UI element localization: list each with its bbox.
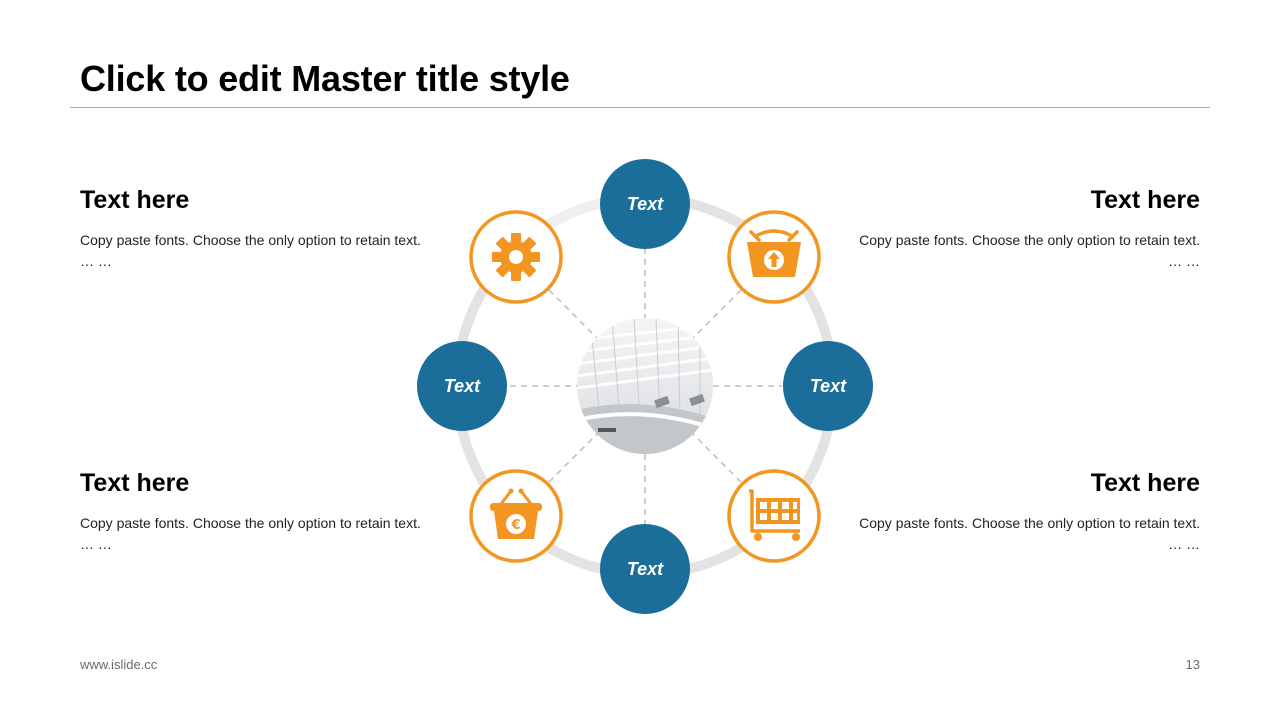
center-photo [577, 318, 713, 454]
connectors [510, 248, 782, 524]
block-ellipsis: … … [80, 536, 112, 552]
block-body-text: Copy paste fonts. Choose the only option… [80, 232, 421, 248]
node-right[interactable]: Text [783, 341, 873, 431]
block-body[interactable]: Copy paste fonts. Choose the only option… [840, 229, 1200, 271]
block-heading[interactable]: Text here [80, 469, 190, 497]
node-top-label: Text [627, 194, 664, 214]
node-right-label: Text [810, 376, 847, 396]
block-ellipsis: … … [80, 253, 112, 269]
page-number: 13 [1185, 657, 1200, 672]
node-left[interactable]: Text [417, 341, 507, 431]
text-block-bottom-right: Text here Copy paste fonts. Choose the o… [840, 466, 1200, 554]
text-block-top-right: Text here Copy paste fonts. Choose the o… [840, 183, 1200, 271]
block-ellipsis: … … [1168, 253, 1200, 269]
connector-bottom-right [692, 433, 742, 483]
block-body[interactable]: Copy paste fonts. Choose the only option… [80, 229, 440, 271]
shopping-cart-node[interactable] [727, 469, 821, 563]
svg-text:€: € [510, 518, 520, 533]
connector-top-right [692, 289, 742, 339]
node-bottom[interactable]: Text [600, 524, 690, 614]
gear-node[interactable] [469, 210, 563, 304]
gear-icon [492, 233, 540, 281]
basket-euro-node[interactable]: € [469, 469, 563, 563]
text-block-bottom-left: Text here Copy paste fonts. Choose the o… [80, 466, 440, 554]
shopping-cart-icon [749, 489, 800, 541]
connector-bottom-left [548, 433, 598, 483]
block-heading[interactable]: Text here [80, 186, 190, 214]
block-heading[interactable]: Text here [1090, 469, 1200, 497]
title-divider [70, 107, 1210, 108]
slide-title[interactable]: Click to edit Master title style [80, 58, 570, 99]
block-body[interactable]: Copy paste fonts. Choose the only option… [840, 512, 1200, 554]
basket-euro-icon: € [490, 488, 542, 539]
block-body-text: Copy paste fonts. Choose the only option… [859, 515, 1200, 531]
basket-upload-icon [747, 229, 801, 277]
connector-top-left [548, 289, 598, 339]
block-heading[interactable]: Text here [1090, 186, 1200, 214]
block-body-text: Copy paste fonts. Choose the only option… [80, 515, 421, 531]
footer-url[interactable]: www.islide.cc [80, 657, 158, 672]
text-block-top-left: Text here Copy paste fonts. Choose the o… [80, 183, 440, 271]
block-body-text: Copy paste fonts. Choose the only option… [859, 232, 1200, 248]
block-body[interactable]: Copy paste fonts. Choose the only option… [80, 512, 440, 554]
node-left-label: Text [444, 376, 481, 396]
node-top[interactable]: Text [600, 159, 690, 249]
basket-upload-node[interactable] [727, 210, 821, 304]
block-ellipsis: … … [1168, 536, 1200, 552]
node-bottom-label: Text [627, 559, 664, 579]
